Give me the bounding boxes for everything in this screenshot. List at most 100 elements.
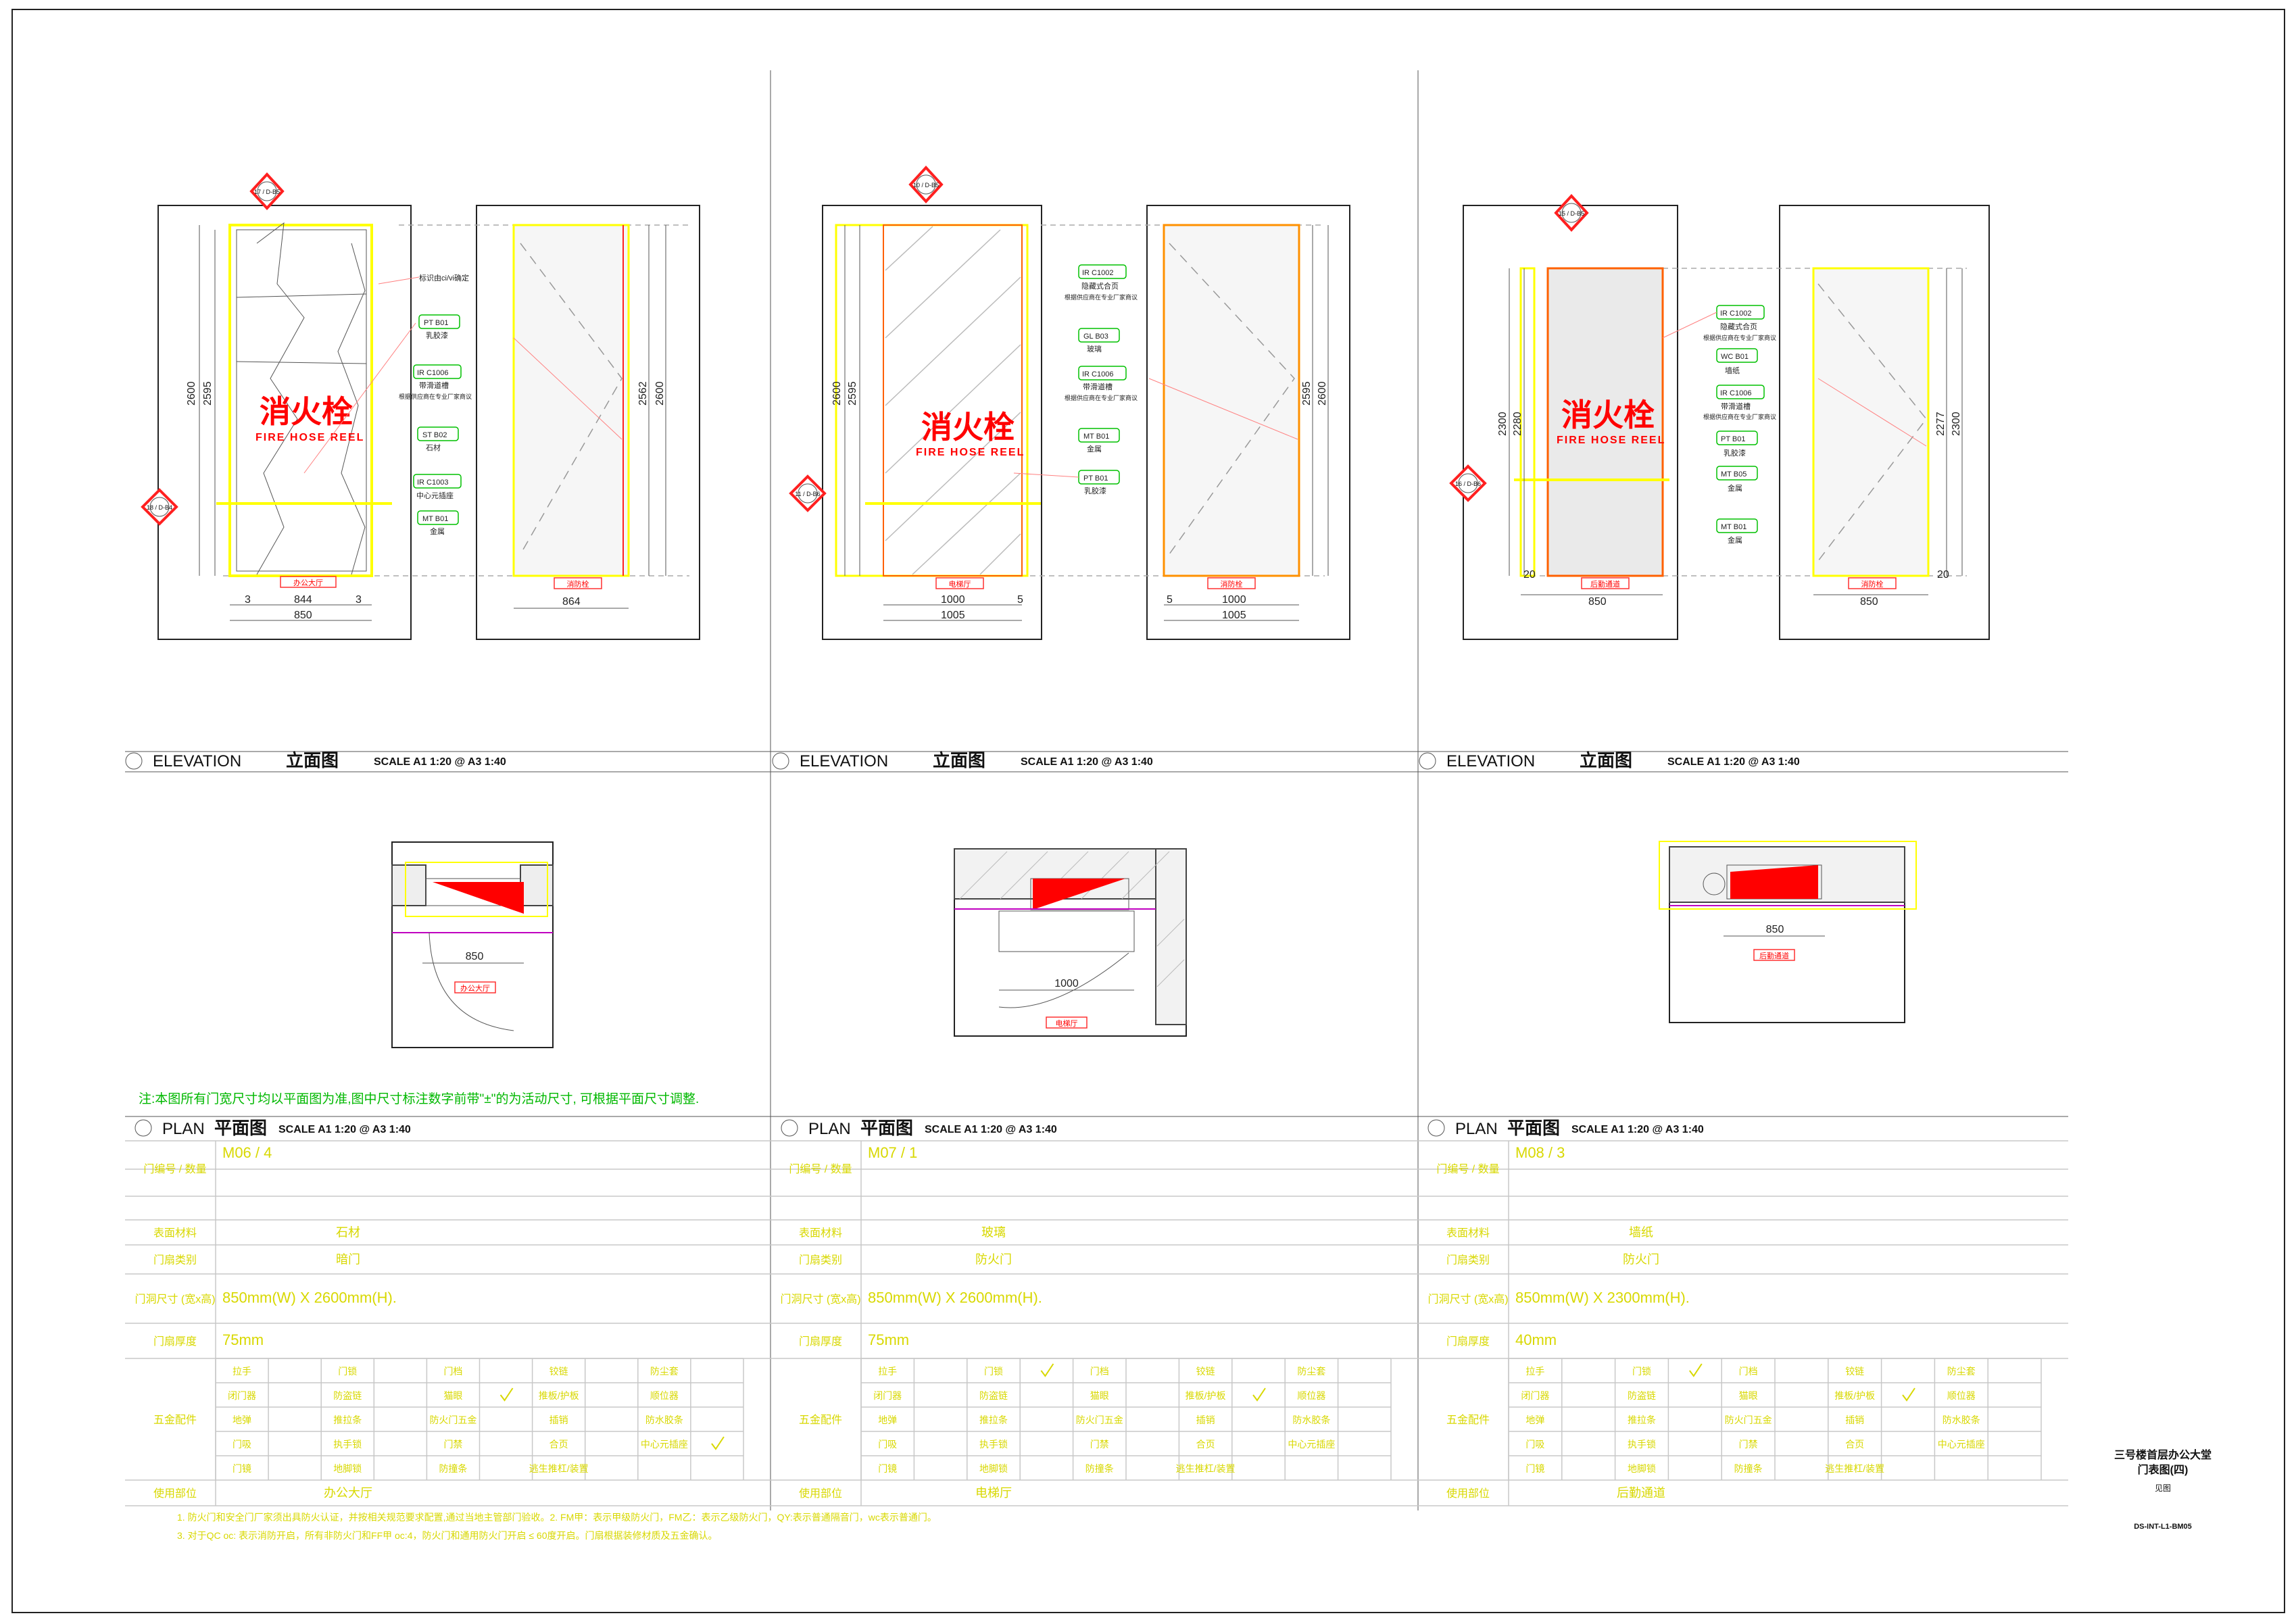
dim-rw1: 850 (1860, 596, 1878, 608)
dim-w3: 1005 (941, 610, 965, 621)
elevation-title-cn: 立面图 (933, 750, 985, 770)
plan-title-cn: 平面图 (860, 1118, 913, 1138)
sign-cn: 消火栓 (260, 394, 353, 429)
hardware-item: 地弹 (878, 1415, 897, 1425)
plan-width: 1000 (1054, 978, 1079, 989)
elevation-title-en: ELEVATION (1446, 752, 1535, 770)
schedule-value-location: 办公大厅 (324, 1486, 372, 1500)
sheet-title: 门表图(四) (2138, 1463, 2189, 1476)
hardware-item: 执手锁 (333, 1439, 362, 1450)
check-mark (1902, 1387, 1915, 1402)
hardware-item: 猫眼 (443, 1390, 462, 1401)
schedule-value-finish: 石材 (336, 1226, 360, 1239)
view-mark-side: 16 / D-B6 (1455, 481, 1481, 487)
schedule-label: 表面材料 (153, 1227, 197, 1239)
schedule-value-finish: 玻璃 (981, 1226, 1006, 1239)
plan-3: 850 后勤通道 (1659, 841, 1917, 1023)
room-tag-right: 消防栓 (1221, 579, 1243, 589)
schedule-table: 门编号 / 数量M06 / 4表面材料石材门扇类别暗门门洞尺寸 (宽x高)850… (125, 1140, 771, 1506)
callout-note-2: 玻璃 (1087, 344, 1102, 353)
hardware-item: 拉手 (1525, 1366, 1544, 1377)
dim-rh1: 2595 (1301, 381, 1313, 406)
elevation-title-cn: 立面图 (1580, 750, 1632, 770)
hardware-item: 执手锁 (979, 1439, 1008, 1450)
dim-w2: 844 (294, 594, 312, 606)
check-mark (1252, 1387, 1266, 1402)
plan-room: 办公大厅 (460, 983, 490, 993)
hardware-item: 猫眼 (1739, 1390, 1758, 1401)
room-tag: 办公大厅 (293, 578, 323, 587)
plan-note: 注:本图所有门宽尺寸均以平面图为准,图中尺寸标注数字前带"±"的为活动尺寸, 可… (139, 1091, 699, 1106)
schedule-value-location: 后勤通道 (1617, 1486, 1665, 1500)
schedule-value-type: 暗门 (336, 1253, 360, 1267)
callout-note-3b: 根据供应商在专业厂家商议 (399, 393, 472, 400)
room-tag-right: 消防栓 (1861, 579, 1884, 589)
hardware-item: 拉手 (233, 1366, 251, 1377)
room-tag: 电梯厅 (949, 580, 971, 589)
callout-code-5: MT B05 (1721, 470, 1747, 478)
hardware-item: 合页 (549, 1439, 568, 1450)
title-block: 三号楼首层办公大堂 门表图(四) 见图 DS-INT-L1-BM05 (2114, 1448, 2212, 1531)
view-mark-top: 15 / D-B5 (1559, 210, 1584, 217)
plan-title-cn: 平面图 (214, 1118, 267, 1138)
schedule-label: 使用部位 (799, 1488, 842, 1500)
hardware-item: 中心元插座 (1288, 1439, 1335, 1450)
schedule-value-size: 850mm(W) X 2600mm(H). (868, 1289, 1042, 1306)
callout-code-2: GL B03 (1083, 333, 1108, 341)
hardware-item: 门档 (1739, 1366, 1758, 1377)
hardware-item: 门锁 (338, 1366, 357, 1377)
project-name: 三号楼首层办公大堂 (2114, 1448, 2212, 1461)
hardware-item: 地弹 (233, 1415, 251, 1425)
elevation-2: 消火栓 FIRE HOSE REEL 电梯厅 2600 2595 1000 5 … (789, 166, 1350, 640)
plan-title-en: PLAN (162, 1120, 205, 1138)
dim-height-2: 2595 (847, 381, 858, 406)
footnote-2: 3. 对于QC oc: 表示消防开启，所有非防火门和FF甲 oc:4，防火门和通… (177, 1530, 718, 1541)
sheet-frame (11, 9, 2285, 1613)
hardware-item: 地弹 (1525, 1415, 1544, 1425)
callout-note-2: 墙纸 (1725, 366, 1740, 375)
callout-note-1b: 根据供应商在专业厂家商议 (1703, 334, 1776, 341)
hardware-item: 门锁 (1632, 1366, 1651, 1377)
dim-rh2: 2300 (1951, 412, 1962, 436)
callout-note-3b: 根据供应商在专业厂家商议 (1703, 413, 1776, 420)
schedule-label: 使用部位 (1446, 1488, 1490, 1500)
hardware-item: 门锁 (984, 1366, 1003, 1377)
dim-w1: 1000 (941, 594, 965, 606)
hardware-item: 防盗链 (1628, 1390, 1656, 1401)
callout-code-3: IR C1006 (1720, 389, 1751, 397)
callout-note-3: 带滑道槽 (419, 380, 449, 390)
dim-rw: 864 (562, 596, 581, 608)
schedule-label: 门洞尺寸 (宽x高) (1427, 1294, 1508, 1306)
callout-code-6: MT B01 (422, 515, 448, 523)
hardware-item: 中心元插座 (1938, 1439, 1985, 1450)
elevation-frame-right (1146, 205, 1350, 640)
hardware-item: 顺位器 (1297, 1390, 1325, 1401)
callout-code-4: PT B01 (1721, 435, 1746, 443)
elevation-frame-right (476, 205, 700, 640)
hardware-item: 防水胶条 (1943, 1415, 1980, 1425)
callout-note-5: 乳胶漆 (1084, 486, 1106, 495)
callout-note-1: 标识由ci/vi确定 (419, 273, 469, 282)
schedule-label: 表面材料 (799, 1227, 842, 1239)
schedule-label: 门扇厚度 (1446, 1335, 1490, 1348)
schedule-value-thickness: 75mm (222, 1331, 264, 1348)
elevation-title-cn: 立面图 (286, 750, 339, 770)
elevation-scale: SCALE A1 1:20 @ A3 1:40 (1021, 756, 1153, 768)
hardware-item: 中心元插座 (641, 1439, 688, 1450)
hardware-item: 推拉条 (333, 1415, 362, 1425)
callout-code-5: PT B01 (1083, 474, 1108, 483)
callout-note-2: 乳胶漆 (426, 330, 448, 340)
elevation-scale: SCALE A1 1:20 @ A3 1:40 (374, 756, 506, 768)
hardware-item: 门吸 (1525, 1439, 1544, 1450)
view-mark-top: 10 / D-B5 (913, 182, 939, 189)
callout-note-3: 带滑道槽 (1721, 401, 1751, 411)
hardware-item: 执手锁 (1628, 1439, 1656, 1450)
hardware-item: 闭门器 (1521, 1390, 1549, 1401)
sign-cn: 消火栓 (921, 410, 1015, 445)
schedule-value-door_no: M07 / 1 (868, 1144, 917, 1161)
hardware-item: 插销 (1196, 1415, 1215, 1425)
hardware-item: 顺位器 (1947, 1390, 1976, 1401)
view-mark-side: 18 / D-B4 (147, 504, 172, 511)
plan-headers: PLAN 平面图 SCALE A1 1:20 @ A3 1:40 PLAN 平面… (125, 1116, 2068, 1141)
hardware-item: 门档 (443, 1366, 462, 1377)
